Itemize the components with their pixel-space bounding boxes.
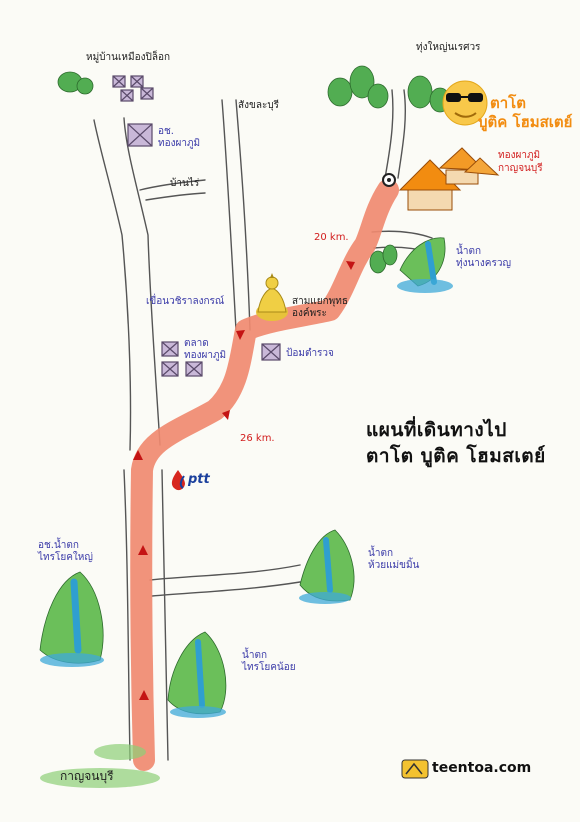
label-falls-1b: ทุ่งนางครวญ <box>456 258 512 269</box>
sun-sunglasses-icon <box>442 80 488 126</box>
label-junction-2: องค์พระ <box>292 308 327 319</box>
police-icon <box>261 343 281 361</box>
label-park-1: อช.น้ำตก <box>38 540 79 551</box>
arrow-4 <box>222 410 230 420</box>
label-homestay-1: ทองผาภูมิ <box>498 150 541 161</box>
brand-line-2: บูติค โฮมสเตย์ <box>478 113 573 131</box>
road-south-b <box>161 469 169 761</box>
label-ban-rai: บ้านไร่ <box>170 178 200 189</box>
ptt-label: ptt <box>188 472 210 487</box>
arrow-5 <box>236 330 245 340</box>
waterfall-sai-yok-yai <box>39 571 104 667</box>
roads <box>93 89 433 761</box>
direction-arrows <box>133 261 355 700</box>
waterfall-thung-nang-khruan <box>397 237 453 293</box>
label-falls-1a: น้ำตก <box>456 246 481 257</box>
map-title-line-2: ตาโต บูติค โฮมสเตย์ <box>366 445 546 467</box>
label-market-1: ตลาด <box>184 338 209 349</box>
road-left-outer <box>93 119 132 451</box>
road-right-outer <box>221 99 237 331</box>
label-falls-2b: ห้วยแม่ขมิ้น <box>368 560 420 571</box>
brand-line-1: ตาโต <box>490 94 526 112</box>
destination-pin <box>382 173 396 187</box>
label-police: ป้อมตำรวจ <box>286 348 334 359</box>
teentoa-logo-text: teentoa.com <box>432 760 532 776</box>
road-ban-rai-b <box>145 192 206 201</box>
arrow-3 <box>133 450 143 460</box>
road-ban-rai-a <box>139 179 206 191</box>
waterfall-huai-mae-khamin <box>299 529 355 604</box>
road-east-b <box>151 581 301 597</box>
label-falls-2a: น้ำตก <box>368 548 393 559</box>
market-icon <box>161 341 203 377</box>
district-office-icon <box>127 123 153 147</box>
label-park-2: ไทรโยคใหญ่ <box>38 552 93 563</box>
waterfall-sai-yok-noi <box>167 631 227 718</box>
arrow-6 <box>346 261 355 270</box>
road-right-inner <box>235 99 251 331</box>
grass-patch <box>40 744 160 788</box>
label-sangkhlaburi: สังขละบุรี <box>238 100 280 111</box>
label-homestay-2: กาญจนบุรี <box>498 163 543 174</box>
homestay-huts <box>398 147 500 211</box>
map-title-line-1: แผนที่เดินทางไป <box>366 419 507 441</box>
arrow-2 <box>138 545 148 555</box>
label-km-20: 20 km. <box>314 232 349 243</box>
road-north-a <box>384 89 394 179</box>
road-east-a <box>149 564 301 581</box>
label-km-26: 26 km. <box>240 433 275 444</box>
buddha-icon <box>256 273 288 321</box>
ptt-drop-icon <box>171 470 185 491</box>
highlighted-route <box>130 179 399 771</box>
label-district-office-2: ทองผาภูมิ <box>158 138 201 149</box>
label-dam: เขื่อนวชิราลงกรณ์ <box>146 296 225 307</box>
label-falls-3a: น้ำตก <box>242 650 267 661</box>
arrow-1 <box>139 690 149 700</box>
label-market-2: ทองผาภูมิ <box>184 350 227 361</box>
teentoa-logo-icon <box>401 759 429 779</box>
label-bottom-left: กาญจนบุรี <box>60 769 114 783</box>
village-houses <box>112 75 154 102</box>
road-north-b <box>397 89 406 179</box>
road-left-inner <box>123 117 161 446</box>
label-junction-1: สามแยกพุทธ <box>292 296 348 307</box>
label-top-right: ทุ่งใหญ่นเรศวร <box>416 42 481 53</box>
road-south-a <box>123 469 131 761</box>
label-district-office-1: อช. <box>158 126 174 137</box>
label-falls-3b: ไทรโยคน้อย <box>242 662 296 673</box>
label-top-left: หมู่บ้านเหมืองปิล็อก <box>86 52 171 63</box>
